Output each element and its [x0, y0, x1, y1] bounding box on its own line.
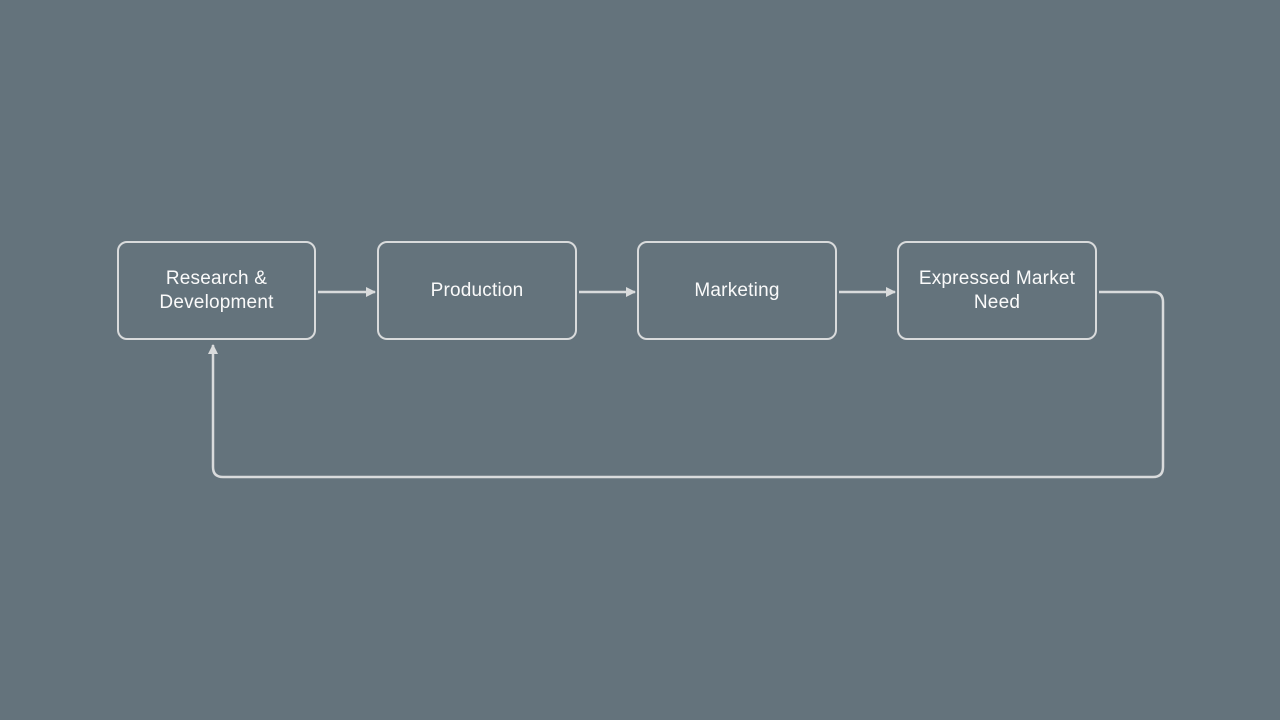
node-marketing[interactable]: Marketing: [637, 241, 837, 340]
node-expressed-market-need[interactable]: Expressed Market Need: [897, 241, 1097, 340]
node-label: Research & Development: [159, 267, 274, 313]
node-research-development[interactable]: Research & Development: [117, 241, 316, 340]
node-label: Production: [430, 279, 524, 301]
node-production[interactable]: Production: [377, 241, 577, 340]
node-label: Marketing: [694, 279, 780, 301]
node-label: Expressed Market Need: [918, 267, 1076, 313]
